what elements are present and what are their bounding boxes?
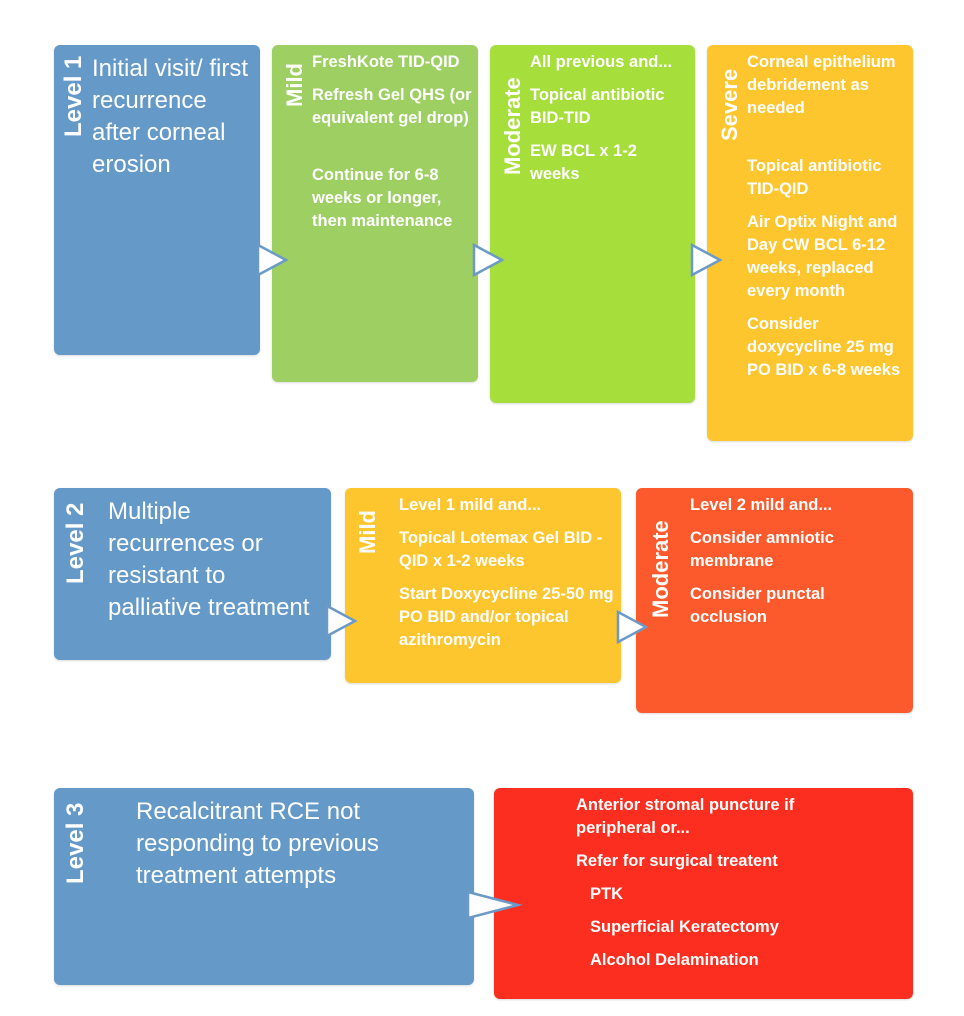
level2-moderate-list: Level 2 mild and... Consider amniotic me…	[690, 494, 906, 629]
level1-moderate-label: Moderate	[500, 77, 525, 175]
level1-mild-list: FreshKote TID-QID Refresh Gel QHS (or eq…	[312, 51, 474, 233]
level2-box: Level 2 Multiple recurrences or resistan…	[54, 488, 331, 660]
level1-moderate-item: EW BCL x 1-2 weeks	[530, 142, 637, 183]
level2-mild-item: Level 1 mild and...	[399, 496, 542, 514]
level3-treatment-list: Anterior stromal puncture if peripheral …	[576, 794, 876, 972]
level2-mild-list: Level 1 mild and... Topical Lotemax Gel …	[399, 494, 615, 652]
level2-mild-item: Start Doxycycline 25-50 mg PO BID and/or…	[399, 585, 614, 649]
level2-moderate-box: Moderate Level 2 mild and... Consider am…	[636, 488, 913, 713]
level1-moderate-box: Moderate All previous and... Topical ant…	[490, 45, 695, 403]
level2-moderate-item: Level 2 mild and...	[690, 496, 833, 514]
level3-treatment-item: Alcohol Delamination	[590, 951, 759, 969]
level1-severe-item: Topical antibiotic TID-QID	[747, 157, 882, 198]
level1-moderate-item: All previous and...	[530, 53, 673, 71]
level2-mild-item: Topical Lotemax Gel BID -QID x 1-2 weeks	[399, 529, 603, 570]
level2-mild-box: Mild Level 1 mild and... Topical Lotemax…	[345, 488, 621, 683]
level1-mild-item: FreshKote TID-QID	[312, 53, 460, 71]
level3-treatment-item: PTK	[590, 885, 623, 903]
level1-mild-item: Refresh Gel QHS (or equivalent gel drop)	[312, 86, 472, 127]
level1-moderate-item: Topical antibiotic BID-TID	[530, 86, 665, 127]
level3-treatment-item: Refer for surgical treatent	[576, 852, 778, 870]
level1-label: Level 1	[60, 55, 87, 137]
level3-box: Level 3 Recalcitrant RCE not responding …	[54, 788, 474, 985]
level2-mild-label: Mild	[355, 510, 380, 554]
level1-mild-item: Continue for 6-8 weeks or longer, then m…	[312, 166, 453, 230]
level3-treatment-item: Anterior stromal puncture if peripheral …	[576, 796, 795, 837]
level1-mild-box: Mild FreshKote TID-QID Refresh Gel QHS (…	[272, 45, 478, 382]
level2-title: Multiple recurrences or resistant to pal…	[108, 498, 310, 621]
level1-severe-item: Corneal epithelium debridement as needed	[747, 53, 896, 117]
level1-severe-sublist: Topical antibiotic TID-QID Air Optix Nig…	[747, 155, 909, 382]
level1-severe-label: Severe	[717, 68, 742, 141]
level1-moderate-list: All previous and... Topical antibiotic B…	[530, 51, 690, 186]
level2-moderate-label: Moderate	[648, 520, 673, 618]
level3-label: Level 3	[62, 802, 89, 884]
level1-mild-label: Mild	[282, 63, 307, 107]
level1-title: Initial visit/ first recurrence after co…	[92, 55, 249, 178]
level2-moderate-item: Consider punctal occlusion	[690, 585, 825, 626]
level2-label: Level 2	[62, 502, 89, 584]
level1-severe-box: Severe Corneal epithelium debridement as…	[707, 45, 913, 441]
level1-severe-list: Corneal epithelium debridement as needed	[747, 51, 909, 130]
level3-title: Recalcitrant RCE not responding to previ…	[136, 798, 379, 889]
level3-treatment-box: Anterior stromal puncture if peripheral …	[494, 788, 913, 999]
level1-severe-item: Consider doxycycline 25 mg PO BID x 6-8 …	[747, 315, 901, 379]
level3-treatment-item: Superficial Keratectomy	[590, 918, 779, 936]
level1-box: Level 1 Initial visit/ first recurrence …	[54, 45, 260, 355]
level1-severe-item: Air Optix Night and Day CW BCL 6-12 week…	[747, 213, 898, 300]
level2-moderate-item: Consider amniotic membrane	[690, 529, 834, 570]
